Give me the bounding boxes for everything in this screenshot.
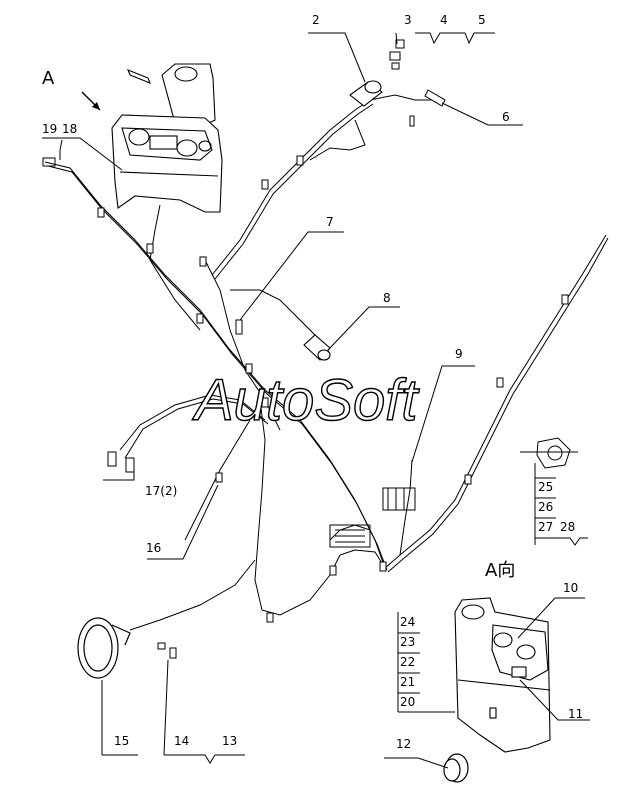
callout-9: 9	[455, 347, 463, 361]
callout-27: 27	[538, 520, 553, 534]
callout-25: 25	[538, 480, 553, 494]
callout-15: 15	[114, 734, 129, 748]
leader-lines	[42, 32, 590, 769]
bolt-13-14	[157, 642, 177, 659]
callout-11: 11	[568, 707, 583, 721]
callout-2: 2	[312, 13, 320, 27]
callout-20: 20	[400, 695, 415, 709]
callout-21: 21	[400, 675, 415, 689]
callout-28: 28	[560, 520, 575, 534]
callout-17: 17(2)	[145, 484, 177, 498]
callout-13: 13	[222, 734, 237, 748]
view-a-arrow	[81, 91, 101, 111]
callout-4: 4	[440, 13, 448, 27]
callout-26: 26	[538, 500, 553, 514]
grommet-12	[443, 753, 469, 783]
sensor-8	[303, 334, 331, 361]
callout-7: 7	[326, 215, 334, 229]
callout-3: 3	[404, 13, 412, 27]
callout-19: 19	[42, 122, 57, 136]
console-a-view	[454, 597, 551, 753]
callout-16: 16	[146, 541, 161, 555]
view-a-direction-label: A向	[485, 560, 515, 581]
horn-15	[77, 617, 131, 679]
sensor-2	[349, 80, 383, 107]
callout-6: 6	[502, 110, 510, 124]
callout-22: 22	[400, 655, 415, 669]
bolt-3-4-5	[389, 39, 405, 70]
callout-14: 14	[174, 734, 189, 748]
callout-8: 8	[383, 291, 391, 305]
harness-clips	[97, 155, 569, 623]
callout-23: 23	[400, 635, 415, 649]
plug-6	[409, 89, 446, 127]
callout-24: 24	[400, 615, 415, 629]
callout-18: 18	[62, 122, 77, 136]
callout-12: 12	[396, 737, 411, 751]
switch-25-28	[520, 437, 578, 469]
connector-group	[42, 157, 416, 548]
view-a-label: A	[42, 68, 55, 89]
instrument-console	[111, 63, 223, 213]
callout-5: 5	[478, 13, 486, 27]
callout-10: 10	[563, 581, 578, 595]
watermark-text: AutoSoft	[192, 368, 420, 433]
